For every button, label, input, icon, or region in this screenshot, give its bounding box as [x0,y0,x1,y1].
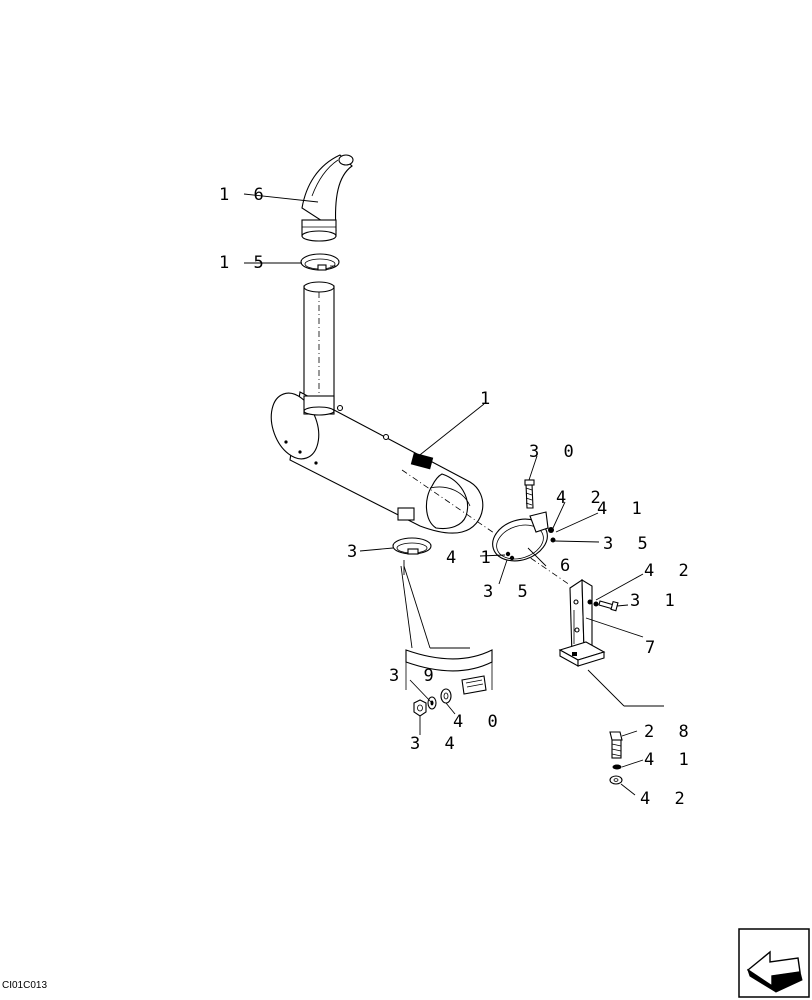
callout-35-lower: 3 5 [483,582,535,602]
callout-1: 1 [480,389,497,409]
callout-40: 4 0 [453,712,505,732]
callout-35-upper: 3 5 [603,534,655,554]
support-bracket-part [558,578,664,707]
callout-31: 3 1 [630,591,682,611]
callout-15: 1 5 [219,253,271,273]
callout-42-lower: 4 2 [640,789,692,809]
bolt-30-hardware [524,479,556,543]
exhaust-elbow-part [301,154,354,242]
exhaust-pipe-part [303,281,335,413]
callout-41-lower: 4 1 [644,750,696,770]
callout-41-upper: 4 1 [597,499,649,519]
callout-41-middle: 4 1 [446,548,498,568]
callout-39: 3 9 [389,666,441,686]
callout-7: 7 [645,638,662,658]
callout-3: 3 [347,542,364,562]
clamp-band-part [492,511,549,562]
muffler-part [270,391,571,586]
clamp-lower-part [392,537,470,649]
fastener-stack-right [609,731,623,785]
fastener-stack-left [413,688,452,717]
bolt-31-hardware [587,599,619,612]
muffler-bracket-detail [405,649,493,695]
callout-42-middle: 4 2 [644,561,696,581]
drawing-code: CI01C013 [2,980,47,991]
back-arrow-icon[interactable] [738,928,810,998]
callout-42-upper: 4 2 [556,488,608,508]
callout-28: 2 8 [644,722,696,742]
callout-34: 3 4 [410,734,462,754]
callout-6: 6 [560,556,577,576]
callout-16: 1 6 [219,185,271,205]
leader-lines [243,193,644,796]
callout-30: 3 0 [529,442,581,462]
clamp-upper-part [300,253,340,271]
